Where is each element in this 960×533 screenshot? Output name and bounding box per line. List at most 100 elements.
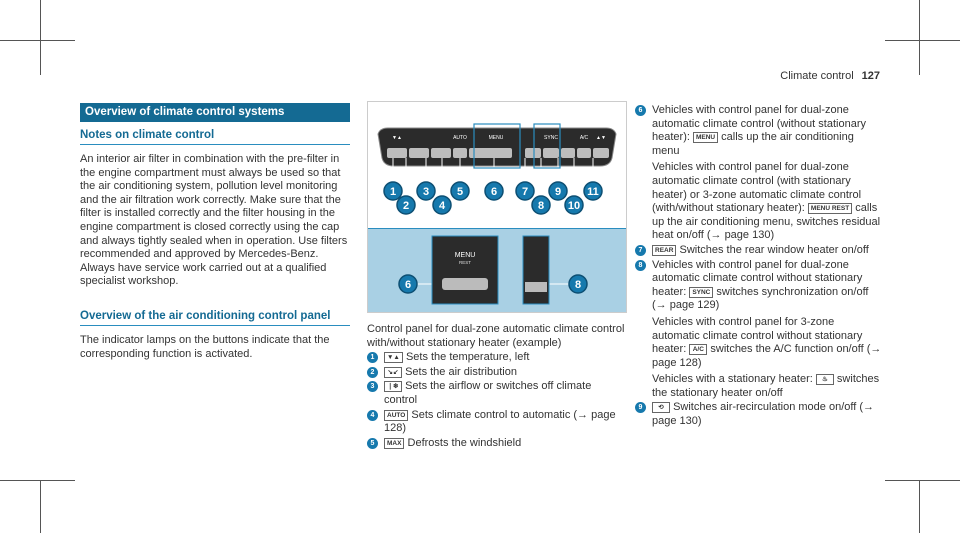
panel-button [480, 148, 512, 158]
legend-item-9: 9⟲ Switches air-recirculation mode on/of… [635, 401, 883, 428]
item-text: Defrosts the windshield [407, 436, 522, 449]
section-band: Overview of climate control systems [80, 103, 350, 122]
callout-circle [548, 181, 568, 201]
detail-menu-label: MENU [454, 252, 476, 259]
button-icon: ↘↙ [384, 366, 402, 378]
item-text: calls up the air conditioning menu [652, 131, 854, 157]
menu-rest-icon: MENU REST [807, 203, 853, 215]
ac-icon: A/C [689, 344, 708, 356]
callout-circle [583, 181, 603, 201]
crop-mark [0, 480, 75, 481]
callout-number: 6 [491, 186, 497, 198]
panel-button [409, 148, 429, 158]
callout-number: 3 [423, 186, 429, 198]
crop-mark [40, 480, 41, 533]
callout-number: 6 [405, 279, 411, 291]
detail-rest-label: REST [458, 260, 471, 265]
callout-number: 1 [367, 352, 378, 364]
callout-number: 5 [457, 186, 463, 198]
panel-button-label: MENU [489, 135, 504, 141]
recirculation-icon: ⟲ [652, 402, 670, 414]
callout-number: 6 [635, 105, 646, 116]
legend-item-6: 6 Vehicles with control panel for dual-zo… [635, 104, 883, 243]
panel-button-label: ▲▼ [596, 135, 606, 141]
item-text: switches the stationary heater on/off [652, 373, 880, 399]
item-text: Vehicles with control panel for 3-zone a… [652, 315, 863, 356]
panel-button [387, 148, 407, 158]
callout-number: 10 [568, 200, 580, 212]
panel-button [525, 148, 541, 158]
notes-paragraph: An interior air filter in combination wi… [80, 153, 348, 288]
legend-item-3: 3❘❄ Sets the airflow or switches off cli… [367, 380, 627, 407]
panel-button [431, 148, 451, 158]
item-text: Sets climate control to automatic (→ pag… [384, 408, 616, 435]
panel-button-label: AUTO [453, 135, 467, 141]
legend-item-5: 5 MAX Defrosts the windshield [367, 437, 627, 451]
rear-window-heater-icon: REAR [652, 244, 677, 256]
callout-number: 1 [390, 186, 396, 198]
item-text: switches the A/C function on/off (→ page… [652, 343, 882, 369]
middle-column: Control panel for dual-zone automatic cl… [367, 323, 627, 450]
item-text: Vehicles with control panel for dual-zon… [652, 104, 866, 144]
section-title: Climate control [780, 70, 854, 82]
legend-item-7: 7 REAR Switches the rear window heater on… [635, 244, 883, 258]
callout-circle [515, 181, 535, 201]
button-icon: MAX [384, 437, 405, 449]
callout-number: 8 [538, 200, 544, 212]
stationary-heater-icon: ♨ [815, 374, 834, 386]
panel-paragraph: The indicator lamps on the buttons indic… [80, 333, 330, 360]
panel-button [469, 148, 483, 158]
panel-button [561, 148, 575, 158]
callout-number: 2 [403, 200, 409, 212]
legend-item-1: 1 ▼▲ Sets the temperature, left [367, 351, 627, 365]
crop-mark [885, 40, 960, 41]
item-text: Switches the rear window heater on/off [679, 243, 869, 256]
item-text: Sets the air distribution [405, 365, 517, 378]
item-text: Vehicles with a stationary heater: [652, 373, 816, 386]
button-icon: AUTO [384, 409, 409, 421]
panel-button-label: SYNC [544, 135, 558, 141]
callout-circle [383, 181, 403, 201]
callout-circle [398, 274, 418, 294]
sync-icon: SYNC [689, 286, 714, 298]
item-text: Sets the airflow or switches off climate… [384, 380, 592, 406]
callout-number: 2 [367, 366, 378, 378]
callout-circle [432, 195, 452, 215]
heading-notes: Notes on climate control [80, 128, 350, 145]
page-number: 127 [861, 70, 880, 82]
callout-circle [484, 181, 504, 201]
callout-number: 5 [367, 437, 378, 449]
callout-number: 11 [587, 186, 599, 198]
heading-control-panel: Overview of the air conditioning control… [80, 309, 350, 326]
callout-number: 7 [522, 186, 528, 198]
panel-button [593, 148, 609, 158]
left-column: Overview of climate control systems Note… [80, 103, 350, 361]
crop-mark [885, 480, 960, 481]
callout-number: 8 [575, 279, 581, 291]
item-text: Switches air-recirculation mode on/off (… [652, 401, 874, 428]
button-icon: ❘❄ [384, 381, 402, 393]
item-text: Sets the temperature, left [405, 351, 530, 364]
legend-item-8: 8 Vehicles with control panel for dual-zo… [635, 259, 883, 401]
callout-number: 7 [635, 244, 646, 256]
callout-number: 4 [367, 409, 378, 421]
callout-circle [568, 274, 588, 294]
legend-item-2: 2 ↘↙ Sets the air distribution [367, 366, 627, 380]
callout-number: 4 [439, 200, 446, 212]
legend-item-4: 4 AUTO Sets climate control to automatic … [367, 409, 627, 436]
figure-caption: Control panel for dual-zone automatic cl… [367, 323, 625, 349]
callout-number: 9 [555, 186, 561, 198]
callout-circle [416, 181, 436, 201]
item-text: calls up the air conditioning menu, swit… [652, 202, 881, 242]
callout-circle [450, 181, 470, 201]
callout-circle [531, 195, 551, 215]
panel-button [453, 148, 467, 158]
item-text: Vehicles with control panel for dual-zon… [652, 258, 863, 298]
item-text: switches synchronization on/off (→ page … [652, 285, 869, 312]
button-icon: ▼▲ [384, 352, 403, 364]
panel-button [577, 148, 591, 158]
callout-number: 8 [635, 259, 646, 271]
